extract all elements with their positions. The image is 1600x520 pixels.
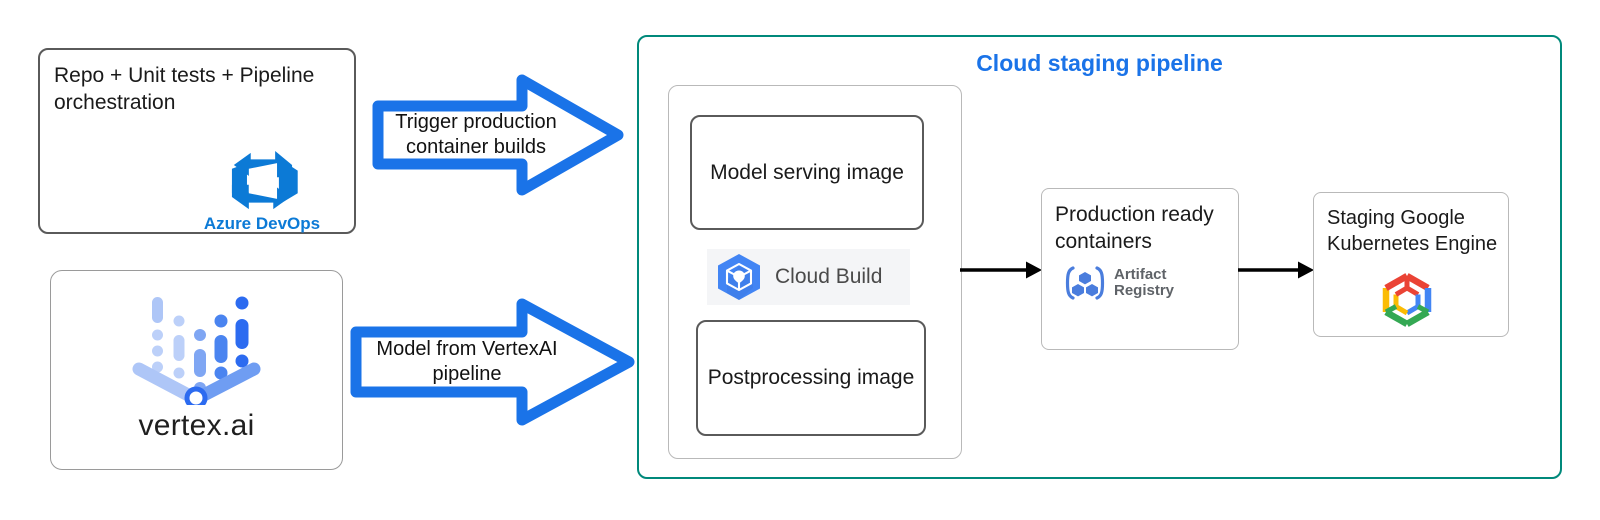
azure-devops-description: Repo + Unit tests + Pipeline orchestrati… (54, 64, 315, 115)
cloud-build-badge[interactable]: Cloud Build (707, 249, 910, 305)
artifact-registry-line1: Artifact (1114, 265, 1167, 283)
artifact-registry-icon (1065, 266, 1105, 300)
arrow-model-label: Model from VertexAI pipeline (376, 338, 558, 385)
azure-devops-card[interactable]: Repo + Unit tests + Pipeline orchestrati… (38, 48, 356, 234)
cloud-build-label: Cloud Build (775, 265, 883, 288)
postprocessing-image-label: Postprocessing image (707, 366, 915, 390)
staging-gke-box[interactable]: Staging Google Kubernetes Engine (1313, 192, 1509, 337)
staging-gke-label: Staging Google Kubernetes Engine (1327, 207, 1498, 255)
azure-devops-logo (231, 150, 298, 210)
cloud-build-icon (718, 254, 760, 300)
production-ready-containers-box[interactable]: Production ready containers Artifact Reg… (1041, 188, 1239, 350)
arrow-model-from-vertexai-pipeline[interactable]: Model from VertexAI pipeline (350, 296, 635, 428)
model-serving-image-box[interactable]: Model serving image (690, 115, 924, 230)
arrow-trigger-production-container-builds[interactable]: Trigger production container builds (372, 72, 624, 198)
connector-artifact-to-gke (1238, 258, 1316, 282)
production-ready-containers-label: Production ready containers (1055, 203, 1214, 254)
arrow-trigger-label: Trigger production container builds (395, 111, 557, 158)
artifact-registry-line2: Registry (1114, 282, 1175, 299)
gke-logo-wrap (1376, 271, 1438, 338)
postprocessing-image-box[interactable]: Postprocessing image (696, 320, 926, 436)
vertex-ai-card[interactable]: vertex.ai (50, 270, 343, 470)
google-kubernetes-engine-icon (1382, 273, 1432, 327)
model-serving-image-label: Model serving image (710, 160, 904, 184)
azure-devops-logo-label: Azure DevOps (203, 214, 321, 233)
connector-build-to-artifact (960, 258, 1044, 282)
vertex-ai-logo (132, 296, 260, 405)
pipeline-title: Cloud staging pipeline (976, 50, 1223, 76)
azure-devops-logo-wrap: Azure DevOps (204, 150, 320, 234)
vertex-ai-logo-wrap: vertex.ai (51, 293, 342, 443)
artifact-registry-logo-label: Artifact Registry (1114, 265, 1175, 300)
artifact-registry-logo-row: Artifact Registry (1064, 265, 1174, 301)
vertex-ai-logo-label: vertex.ai (138, 409, 255, 442)
